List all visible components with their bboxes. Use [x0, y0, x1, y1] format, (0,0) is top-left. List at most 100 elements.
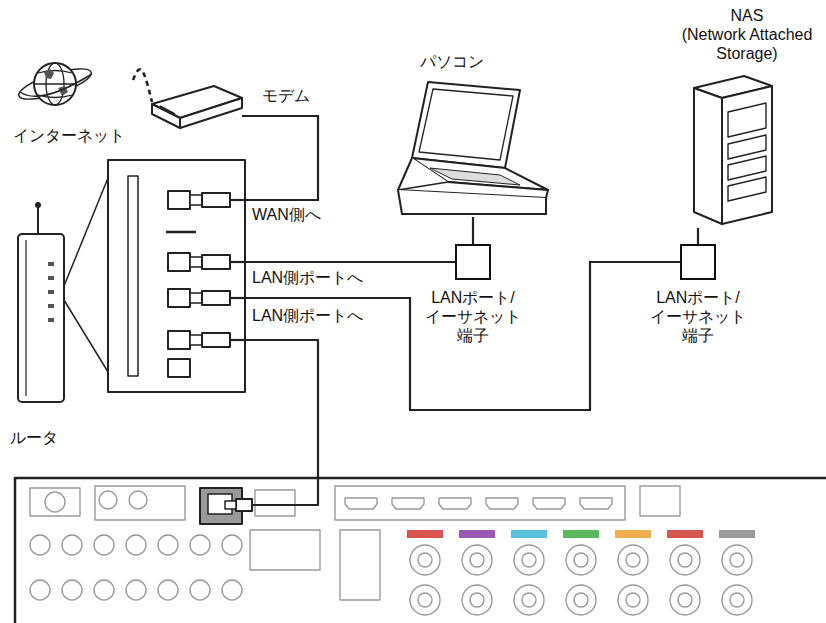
jack — [94, 580, 114, 600]
connector-cable — [133, 69, 152, 102]
panel-block — [340, 530, 380, 600]
terminal-tab — [459, 530, 495, 538]
router-port — [168, 253, 190, 271]
panel-block — [335, 486, 625, 520]
router-device — [18, 178, 108, 402]
jack — [45, 492, 65, 512]
cable-plug — [190, 257, 202, 267]
cable-plug — [202, 255, 230, 269]
cable-label: LAN側ポートへ — [250, 268, 365, 287]
node-label: ルータ — [10, 428, 70, 447]
node-label: モデム — [262, 86, 322, 105]
jack — [126, 535, 146, 555]
speaker-terminal — [618, 585, 648, 615]
cable-stub — [230, 261, 245, 263]
connector-cable — [245, 261, 455, 263]
node-label: NAS — [672, 6, 822, 25]
router-panel — [108, 160, 245, 392]
cable-label: LAN側ポートへ — [250, 306, 365, 325]
hdmi-port — [533, 498, 565, 509]
speaker-terminal — [566, 545, 596, 575]
speaker-terminal — [574, 593, 588, 607]
router-node: ルータ — [105, 160, 245, 392]
jack — [190, 535, 210, 555]
cable-plug — [190, 293, 202, 303]
speaker-terminal — [410, 545, 440, 575]
panel-block — [640, 486, 680, 516]
jack — [129, 491, 147, 509]
speaker-terminal — [722, 545, 752, 575]
port-icon — [462, 256, 709, 276]
node-label: パソコン — [420, 52, 510, 71]
speaker-terminal — [730, 553, 744, 567]
terminal-tab — [407, 530, 443, 538]
jack — [158, 535, 178, 555]
cable-plug — [190, 195, 202, 205]
speaker-terminal — [462, 545, 492, 575]
speaker-terminal — [410, 585, 440, 615]
connector-cable — [245, 262, 680, 410]
jack — [222, 535, 242, 555]
connector-cable — [697, 228, 699, 244]
router-port — [168, 331, 190, 349]
speaker-terminal — [618, 545, 648, 575]
nas-node: NAS(Network Attached Storage) — [672, 6, 822, 228]
computer-node: パソコン — [395, 52, 550, 217]
cable-plug — [202, 333, 230, 347]
terminal-tab — [667, 530, 703, 538]
speaker-terminal — [670, 585, 700, 615]
connector-cable — [472, 217, 474, 244]
terminal-tab — [719, 530, 755, 538]
jack — [30, 535, 50, 555]
router-port — [168, 289, 190, 307]
jack — [62, 580, 82, 600]
cable-stub — [230, 199, 245, 201]
speaker-terminal — [626, 553, 640, 567]
hdmi-port — [439, 498, 471, 509]
cable-plug — [202, 291, 230, 305]
speaker-terminal — [670, 545, 700, 575]
jack — [222, 580, 242, 600]
globe-icon — [16, 63, 94, 106]
panel-block — [255, 490, 295, 516]
cable-plug — [190, 335, 202, 345]
lan-cable — [225, 340, 318, 511]
speaker-terminal — [626, 593, 640, 607]
jack — [126, 580, 146, 600]
hdmi-port — [392, 498, 424, 509]
node-sublabel: (Network Attached Storage) — [672, 25, 822, 63]
terminal-tab — [615, 530, 651, 538]
modem-node: モデム — [150, 78, 242, 128]
jack — [158, 580, 178, 600]
jack — [30, 580, 50, 600]
node-label: インターネット — [5, 126, 133, 145]
speaker-terminal — [470, 553, 484, 567]
speaker-terminal — [678, 553, 692, 567]
hdmi-port — [580, 498, 612, 509]
hdmi-port — [345, 498, 377, 509]
internet-node: インターネット — [5, 58, 133, 153]
cable-stub — [230, 339, 245, 341]
hdmi-port — [486, 498, 518, 509]
speaker-terminal — [470, 593, 484, 607]
router-port — [168, 359, 190, 377]
terminal-tab — [511, 530, 547, 538]
speaker-terminal — [418, 553, 432, 567]
receiver-rear-panel — [15, 478, 826, 623]
jack — [99, 491, 117, 509]
jack — [62, 535, 82, 555]
nas-tower — [694, 76, 772, 224]
node-label: LANポート/ イーサネット 端子 — [640, 288, 756, 346]
panel-block — [30, 488, 80, 516]
cable-plug — [202, 193, 230, 207]
port-callout: LANポート/ イーサネット 端子 — [455, 244, 491, 280]
jack — [190, 580, 210, 600]
laptop-computer — [398, 82, 548, 214]
speaker-terminal — [566, 585, 596, 615]
connector-cable — [242, 116, 318, 200]
speaker-terminal — [678, 593, 692, 607]
speaker-terminal — [730, 593, 744, 607]
jack — [94, 535, 114, 555]
